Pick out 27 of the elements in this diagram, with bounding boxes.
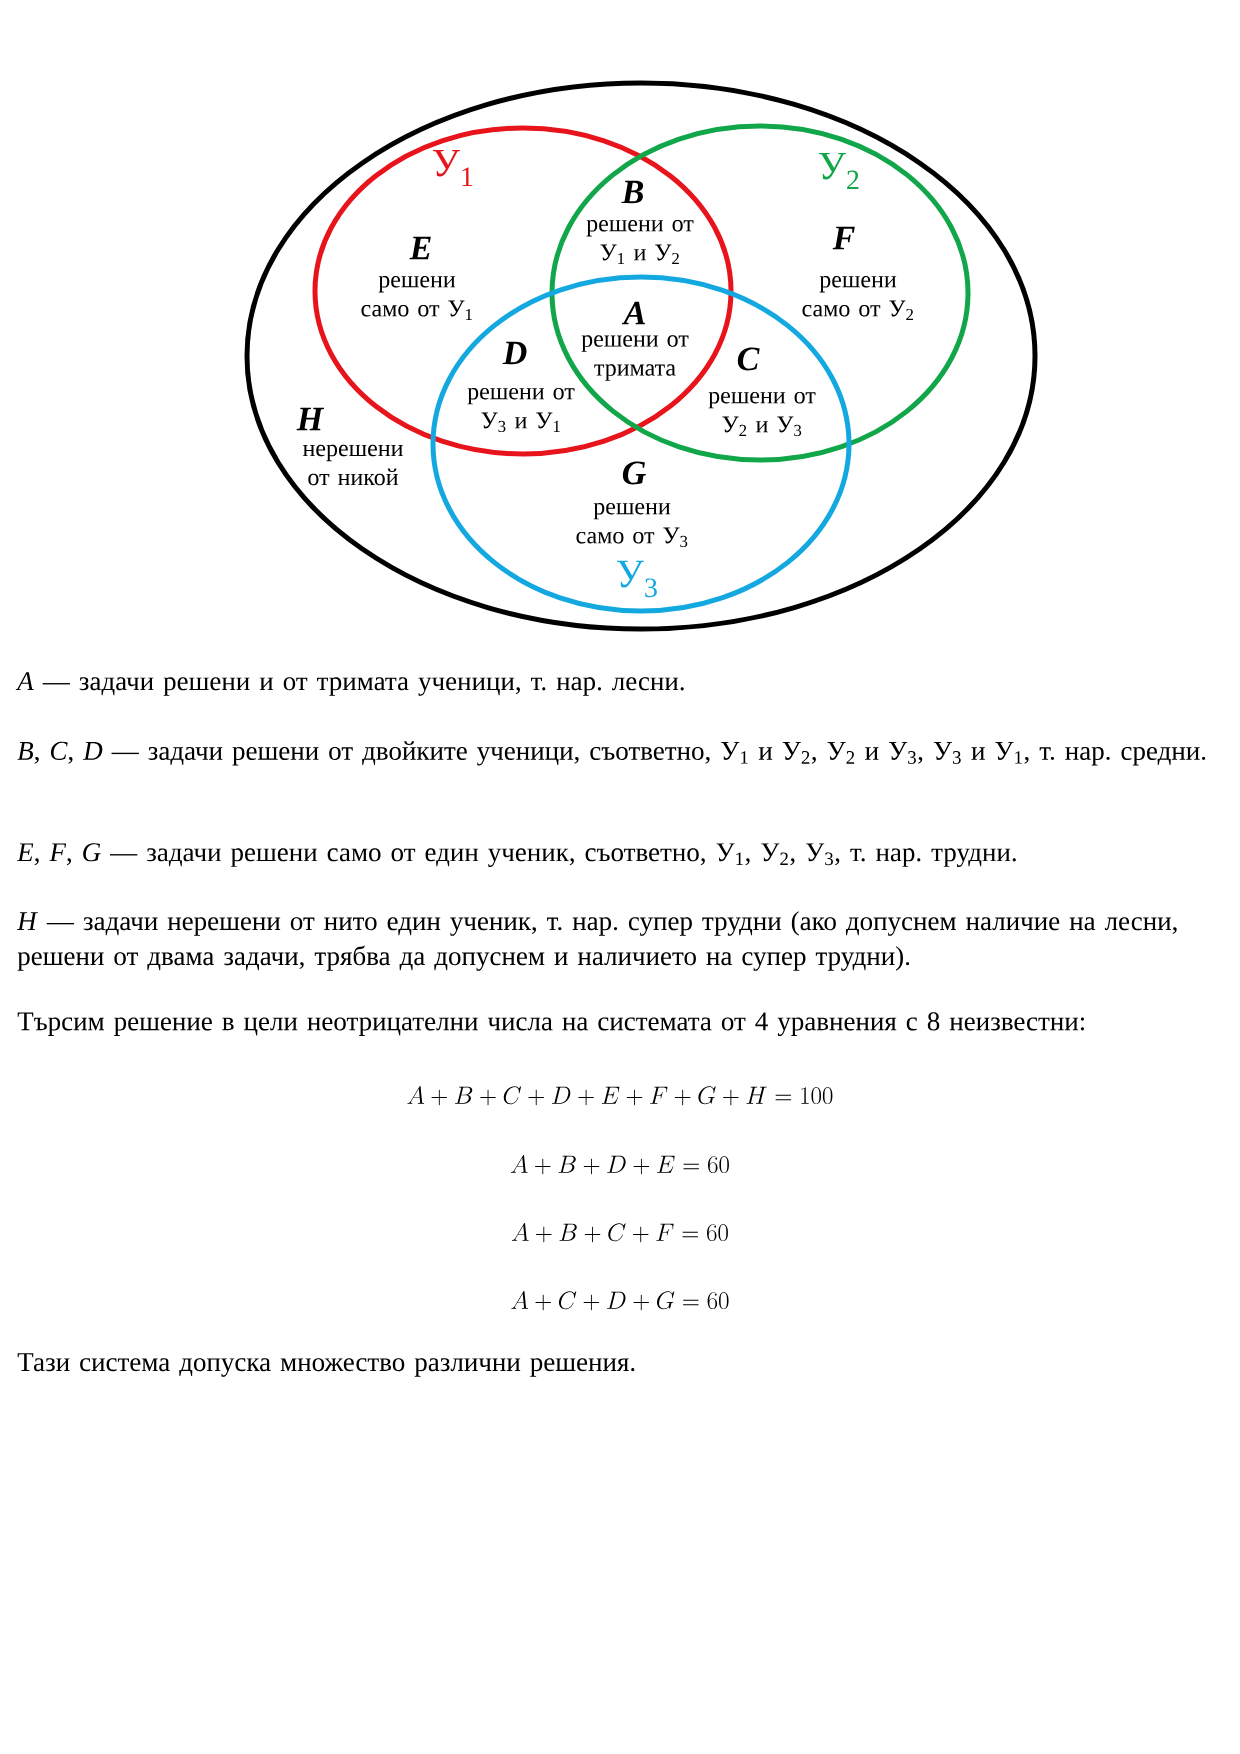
universe-ellipse <box>244 80 1038 632</box>
region-letter: E <box>409 236 431 260</box>
region-description: решени само от У$_{2}$ <box>802 276 913 321</box>
equation: $A+B+D+E=60$ <box>510 1154 729 1175</box>
region-letter: F <box>832 226 855 250</box>
region-letter: H <box>296 407 325 431</box>
equation: $A+B+C+D+E+F+G+H=100$ <box>407 1085 833 1106</box>
region-letter: A <box>621 301 645 325</box>
paragraph: Тази система допуска множество различни решения. <box>17 1353 635 1377</box>
region-letter: G <box>622 461 646 485</box>
region-description: решени от тримата <box>581 335 689 381</box>
paragraph: H — задачи нерешени от нито един ученик, т. нар. супер трудни (ако допуснем наличие на лесни, решени от двама задачи, трябва да допуснем и наличието на супер трудни). <box>16 911 1177 971</box>
equation: $A+B+C+F=60$ <box>511 1222 728 1243</box>
region-letter: C <box>737 347 760 371</box>
region-letter: B <box>621 180 644 204</box>
paragraph: E, F, G — задачи решени само от един ученик, съответно, У$_{1}$, У$_{2}$, У$_{3}$, т. нар. трудни. <box>16 843 1016 867</box>
region-description: решени от У$_{2}$ и У$_{3}$ <box>708 391 816 437</box>
region-description: решени от У$_{1}$ и У$_{2}$ <box>586 220 694 265</box>
paragraph: B, C, D — задачи решени от двойките ученици, съответно, У$_{1}$ и У$_{2}$, У$_{2}$ и У$_{3}$, У$_{3}$ и У$_{1}$, т. нар. средни. <box>17 741 1206 766</box>
region-description: решени от У$_{3}$ и У$_{1}$ <box>467 387 575 433</box>
paragraph: A — задачи решени и от тримата ученици, т. нар. лесни. <box>15 672 684 696</box>
region-description: нерешени от никой <box>302 444 403 486</box>
region-description: решени само от У$_{3}$ <box>576 502 688 548</box>
paragraph: Търсим решение в цели неотрицателни числа на системата от 4 уравнения с 8 неизвестни: <box>17 1012 1085 1036</box>
equation: $A+C+D+G=60$ <box>511 1290 729 1311</box>
region-letter: D <box>502 341 527 365</box>
region-description: решени само от У$_{1}$ <box>361 276 472 321</box>
